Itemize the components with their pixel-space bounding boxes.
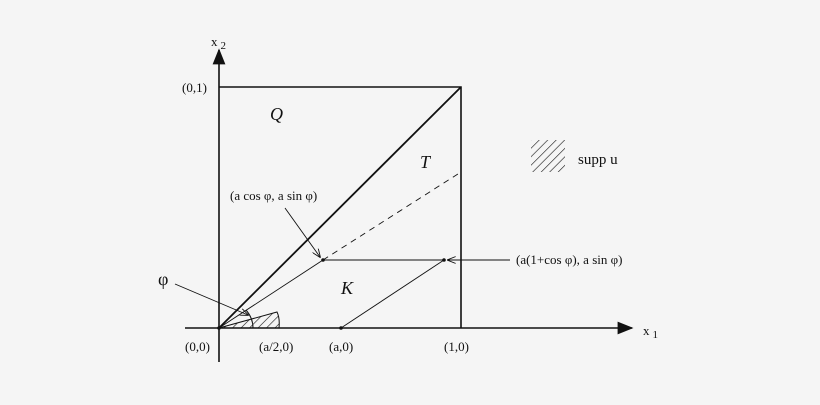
region-T: T: [420, 152, 432, 172]
dashed-ray: [322, 171, 462, 261]
parallel-segment: [340, 259, 445, 329]
polar-point-arrow: [284, 207, 320, 257]
label-one-zero: (1,0): [444, 339, 469, 354]
angle-label: φ: [158, 269, 168, 289]
label-origin: (0,0): [185, 339, 210, 354]
legend-swatch: [531, 140, 565, 172]
region-Q: Q: [270, 104, 283, 124]
shifted-point-dot: [442, 258, 446, 262]
legend-label: supp u: [578, 152, 618, 168]
label-polar-point: (a cos φ, a sin φ): [230, 188, 317, 203]
polar-point-dot: [321, 258, 325, 262]
a-point-dot: [339, 326, 343, 330]
label-a: (a,0): [329, 339, 353, 354]
label-zero-one: (0,1): [182, 80, 207, 95]
label-shifted-point: (a(1+cos φ), a sin φ): [516, 252, 622, 267]
label-half-a: (a/2,0): [259, 339, 293, 354]
region-K: K: [340, 278, 354, 298]
supp-u-region: [218, 311, 280, 329]
diagonal: [218, 86, 462, 329]
ray-to-polar-point: [218, 259, 324, 329]
angle-arrow: [174, 283, 248, 315]
